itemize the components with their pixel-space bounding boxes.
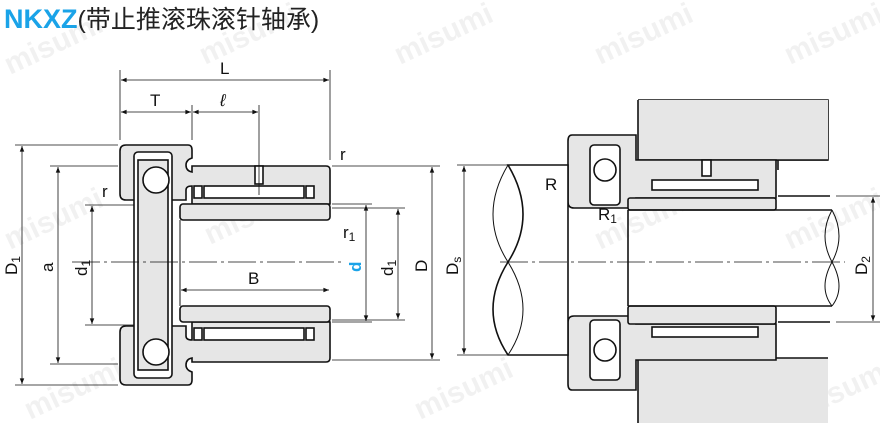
svg-text:misumi: misumi bbox=[779, 182, 880, 256]
svg-text:a: a bbox=[38, 262, 57, 272]
svg-text:d: d bbox=[346, 262, 365, 272]
page-title: NKXZ(带止推滚珠滚针轴承) bbox=[4, 2, 319, 37]
needle-roller-top bbox=[203, 185, 305, 199]
svg-text:misumi: misumi bbox=[409, 352, 518, 423]
svg-text:d1: d1 bbox=[378, 260, 399, 276]
svg-text:d1: d1 bbox=[72, 260, 93, 276]
label-B: B bbox=[248, 269, 259, 288]
product-code: NKXZ bbox=[4, 4, 78, 34]
svg-text:misumi: misumi bbox=[389, 0, 498, 71]
ball-bottom bbox=[593, 338, 617, 362]
label-L: L bbox=[220, 59, 229, 78]
label-r-top: r bbox=[340, 145, 346, 164]
cage-end bbox=[305, 185, 315, 199]
svg-text:misumi: misumi bbox=[19, 352, 128, 423]
label-d: d bbox=[346, 262, 365, 272]
cage-end bbox=[193, 185, 203, 199]
svg-text:misumi: misumi bbox=[0, 7, 108, 81]
label-D: D bbox=[412, 260, 431, 272]
label-l: ℓ bbox=[219, 91, 226, 110]
inner-ring-top bbox=[179, 203, 331, 221]
cage-end bbox=[193, 327, 203, 341]
ball-top bbox=[593, 158, 617, 182]
label-a: a bbox=[38, 262, 57, 272]
label-Ds: Ds bbox=[443, 257, 464, 275]
lube-hole bbox=[701, 159, 712, 177]
svg-text:D: D bbox=[412, 260, 431, 272]
svg-text:D1: D1 bbox=[2, 256, 23, 275]
label-T: T bbox=[150, 91, 160, 110]
needle-roller-top bbox=[651, 179, 759, 191]
ball-top bbox=[142, 166, 170, 194]
inner-ring-bottom bbox=[179, 305, 331, 323]
label-d1-right: d1 bbox=[378, 260, 399, 276]
label-R: R bbox=[545, 175, 557, 194]
left-bearing-section: L T ℓ r r r1 B D1 a d1 d d1 D bbox=[2, 59, 440, 386]
needle-roller-bottom bbox=[651, 326, 759, 338]
svg-text:Ds: Ds bbox=[443, 257, 464, 275]
label-D1: D1 bbox=[2, 256, 23, 275]
label-D2: D2 bbox=[852, 256, 873, 275]
svg-text:misumi: misumi bbox=[779, 0, 880, 71]
svg-text:D2: D2 bbox=[852, 256, 873, 275]
product-description: (带止推滚珠滚针轴承) bbox=[77, 6, 320, 34]
needle-roller-bottom bbox=[203, 327, 305, 341]
shaft bbox=[628, 209, 832, 307]
label-d1-left: d1 bbox=[72, 260, 93, 276]
label-R1: R1 bbox=[598, 205, 617, 226]
svg-text:misumi: misumi bbox=[194, 0, 303, 71]
thrust-washer bbox=[137, 159, 169, 371]
ball-bottom bbox=[142, 338, 170, 366]
label-r-left: r bbox=[102, 182, 108, 201]
housing-bottom bbox=[638, 358, 828, 423]
svg-text:misumi: misumi bbox=[589, 0, 698, 71]
right-mounting-section: R R1 Ds D2 bbox=[443, 99, 880, 423]
label-r1: r1 bbox=[343, 223, 356, 244]
cage-end bbox=[305, 327, 315, 341]
shaft-shoulder bbox=[492, 164, 569, 356]
